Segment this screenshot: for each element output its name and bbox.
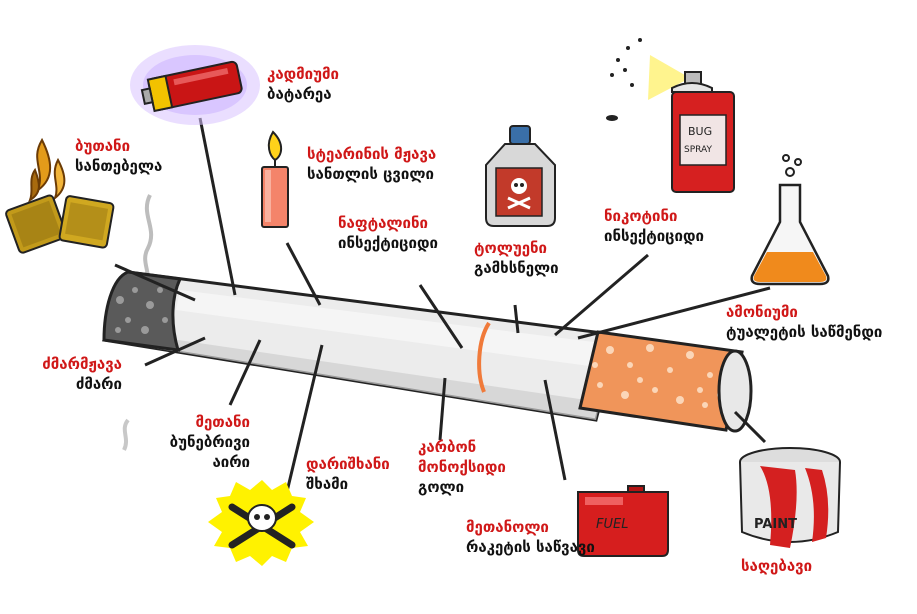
leader-toluene [513, 304, 520, 334]
leader-naphthalene [418, 284, 464, 349]
common-source: სანთებელა [75, 157, 163, 175]
fuel-can-text: FUEL [596, 517, 628, 532]
chemical-name: მეთანოლი [466, 518, 549, 536]
solvent-bottle-icon [485, 125, 556, 227]
flask-icon [750, 154, 830, 286]
paint-can-icon: PAINT [739, 447, 841, 548]
lighter-icon [5, 137, 115, 254]
chemical-name: ამონიუმი [726, 303, 798, 321]
battery-icon [130, 45, 260, 125]
label-nicotine: ნიკოტინი ინსექტიციდი [604, 206, 704, 246]
smoke-wisp-icon [122, 418, 130, 451]
label-arsenic: დარიშხანი შხამი [306, 454, 390, 494]
fuel-can-icon: FUEL [577, 485, 669, 557]
candle-icon [261, 130, 289, 228]
common-source: შხამი [306, 475, 349, 493]
skull-label-icon [507, 178, 531, 210]
label-carbon-monoxide: კარბონ მონოქსიდი გოლი [418, 437, 506, 497]
label-butane: ბუთანი სანთებელა [75, 136, 162, 176]
label-acetic-acid: ძმარმჟავა ძმარი [14, 354, 122, 394]
common-source: რაკეტის საწვავი [466, 538, 595, 556]
leader-nicotine [554, 253, 649, 337]
leader-methane [228, 339, 262, 406]
leader-cadmium [198, 117, 237, 296]
filter-end [717, 349, 753, 433]
chemical-name: ბუთანი [75, 137, 131, 155]
leader-co [438, 377, 447, 441]
chemical-name-line-1: კარბონ [418, 438, 477, 456]
common-source: ინსექტიციდი [338, 234, 438, 252]
common-source: ძმარი [75, 375, 122, 393]
skull-crossbones-icon [208, 480, 314, 566]
label-cadmium: კადმიუმი ბატარეა [267, 64, 339, 104]
leader-ammonia [577, 286, 771, 340]
paper-band [477, 321, 491, 393]
chemical-name: საღებავი [741, 557, 813, 575]
leader-acetic [144, 336, 206, 367]
label-naphthalene: ნაფტალინი ინსექტიციდი [338, 213, 438, 253]
chemical-name: ნაფტალინი [338, 214, 428, 232]
label-paint: საღებავი [741, 556, 812, 576]
chemical-name: ნიკოტინი [604, 207, 678, 225]
common-source-line-2: აირი [212, 453, 250, 471]
common-source: ბატარეა [267, 85, 332, 103]
label-methanol: მეთანოლი რაკეტის საწვავი [466, 517, 595, 557]
leader-butane [114, 263, 196, 302]
leader-stearic [285, 242, 322, 306]
leader-methanol [543, 379, 567, 481]
label-ammonia: ამონიუმი ტუალეტის საწმენდი [726, 302, 882, 342]
cigarette-filter [578, 330, 744, 432]
chemical-name: მეთანი [195, 413, 250, 431]
spray-can-text-2: SPRAY [684, 145, 712, 155]
chemical-name: ტოლუენი [474, 239, 548, 257]
common-source: ტუალეტის საწმენდი [726, 323, 883, 341]
chemical-name: დარიშხანი [306, 455, 390, 473]
label-toluene: ტოლუენი გამხსნელი [474, 238, 559, 278]
smoke-wisp-icon [143, 194, 154, 286]
common-source: გოლი [418, 478, 465, 496]
cigarette-icon [101, 270, 753, 433]
common-source: სანთლის ცვილი [307, 165, 434, 183]
leader-arsenic [283, 344, 324, 501]
ash-tip [102, 270, 183, 352]
leader-lines [114, 117, 771, 501]
paint-can-text: PAINT [754, 517, 797, 532]
label-stearic-acid: სტეარინის მჟავა სანთლის ცვილი [307, 144, 436, 184]
label-methane: მეთანი ბუნებრივი აირი [140, 412, 250, 472]
common-source: ინსექტიციდი [604, 227, 704, 245]
chemical-name: ძმარმჟავა [42, 355, 122, 373]
common-source: გამხსნელი [474, 259, 559, 277]
chemical-name-line-2: მონოქსიდი [418, 458, 506, 476]
bug-spray-can-icon: BUG SPRAY [606, 38, 735, 193]
spray-can-text-1: BUG [688, 125, 712, 138]
chemical-name: კადმიუმი [267, 65, 339, 83]
common-source-line-1: ბუნებრივი [169, 433, 250, 451]
leader-paint [733, 410, 767, 444]
chemical-name: სტეარინის მჟავა [307, 145, 437, 163]
